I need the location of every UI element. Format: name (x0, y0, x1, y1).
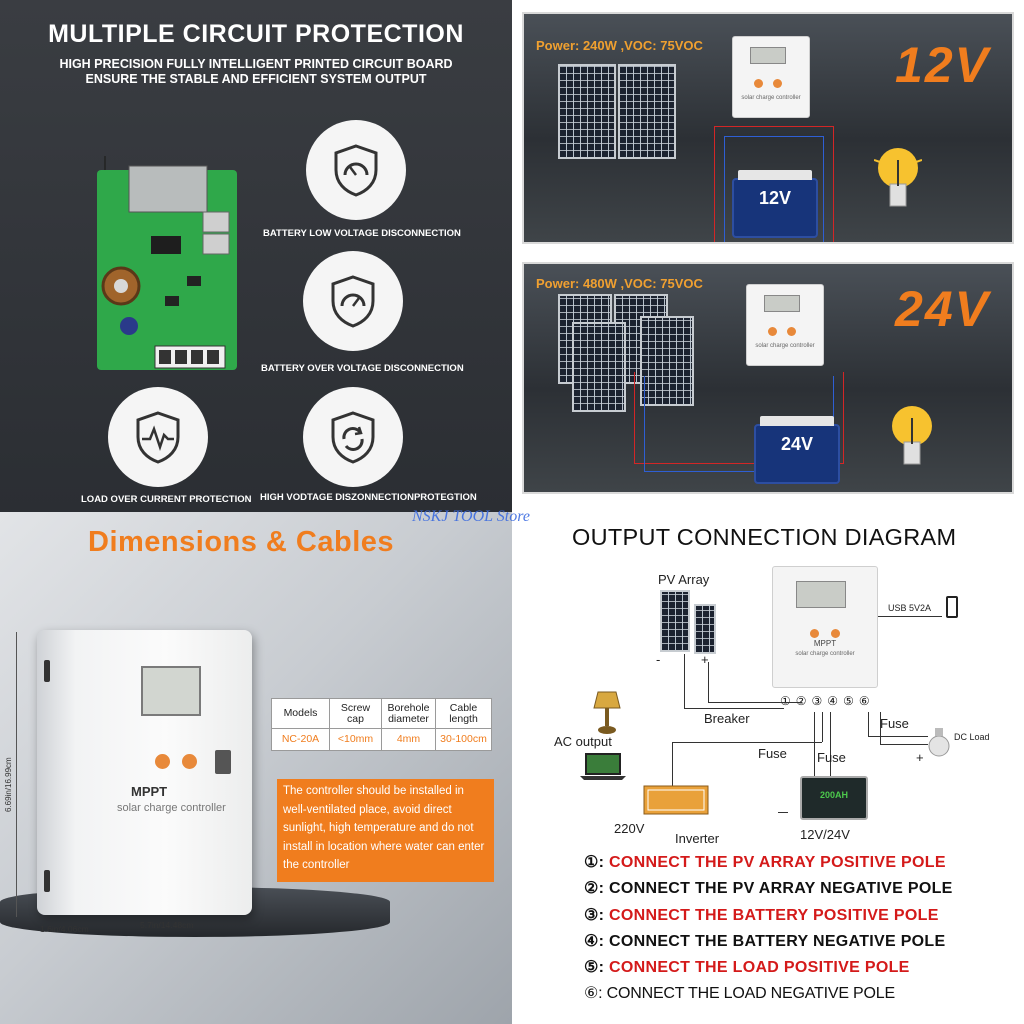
load-over-current-label: LOAD OVER CURRENT PROTECTION (81, 494, 252, 505)
protection-panel: MULTIPLE CIRCUIT PROTECTION HIGH PRECISI… (0, 0, 512, 512)
circuit-board-image (95, 156, 245, 376)
fuse-label: Fuse (817, 750, 846, 765)
wiring-24v-panel: Power: 480W ,VOC: 75VOC 24V solar charge… (522, 262, 1014, 494)
spec-header: Borehole diameter (381, 698, 436, 729)
spec-value: 4mm (381, 728, 436, 751)
shield-refresh-icon (331, 411, 375, 464)
solar-panel (660, 590, 690, 652)
spec-header: Models (271, 698, 330, 729)
installation-note: The controller should be installed in we… (277, 779, 494, 882)
shield-gauge-low-icon (334, 144, 378, 197)
battery-voltage-label: 12V/24V (800, 827, 850, 842)
connection-item: ②: CONNECT THE PV ARRAY NEGATIVE POLE (584, 880, 953, 898)
protection-subtitle-2: ENSURE THE STABLE AND EFFICIENT SYSTEM O… (85, 72, 427, 86)
solar-panel (558, 64, 616, 159)
positive-wire (714, 126, 834, 242)
inverter-icon (643, 785, 709, 815)
light-bulb-icon (892, 406, 932, 465)
battery-24v: 24V (754, 416, 840, 484)
connection-list: ①: CONNECT THE PV ARRAY POSITIVE POLE ②:… (584, 852, 953, 1010)
dc-load-label: DC Load (954, 732, 990, 742)
knob (182, 754, 197, 769)
solar-panel (572, 322, 626, 412)
pv-array-label: PV Array (658, 572, 710, 587)
spec-value: 30-100cm (435, 728, 492, 751)
charge-controller: solar charge controller (746, 284, 824, 366)
breaker-label: Breaker (704, 711, 750, 726)
terminal-row: ① ② ③ ④ ⑤ ⑥ (780, 694, 870, 708)
spec-header: Cable length (435, 698, 492, 729)
battery-low-voltage-label: BATTERY LOW VOLTAGE DISCONNECTION (263, 228, 461, 239)
voltage-24v-label: 24V (895, 281, 990, 337)
spec-header: Screw cap (329, 698, 382, 729)
fuse-label: Fuse (758, 746, 787, 761)
battery-over-voltage-badge (303, 251, 403, 351)
device-subtitle: solar charge controller (117, 802, 226, 814)
ac-voltage-label: 220V (614, 821, 645, 836)
width-dimension-label: 5.7in/14.48cm (140, 920, 194, 930)
fuse-label: Fuse (880, 716, 909, 731)
connection-item: ⑤: CONNECT THE LOAD POSITIVE POLE (584, 959, 910, 977)
connection-item: ③: CONNECT THE BATTERY POSITIVE POLE (584, 906, 939, 924)
usb-label: USB 5V2A (888, 603, 932, 613)
solar-panel (694, 604, 716, 654)
wiring-examples: Power: 240W ,VOC: 75VOC 12V solar charge… (512, 0, 1024, 512)
depth-dimension-label: 1.6in/4.06cm (40, 924, 89, 934)
power-12v-text: Power: 240W ,VOC: 75VOC (536, 38, 703, 53)
inverter-label: Inverter (675, 831, 720, 846)
diagram-title: OUTPUT CONNECTION DIAGRAM (572, 524, 957, 550)
high-voltage-label: HIGH VODTAGE DISZONNECTIONPROTEGTION (260, 492, 477, 503)
battery-over-voltage-label: BATTERY OVER VOLTAGE DISCONNECTION (261, 363, 464, 374)
dimensions-title: Dimensions & Cables (88, 526, 395, 558)
battery-low-voltage-badge (306, 120, 406, 220)
negative-wire (724, 136, 824, 242)
spec-value: <10mm (329, 728, 382, 751)
protection-subtitle-1: HIGH PRECISION FULLY INTELLIGENT PRINTED… (59, 57, 453, 71)
spec-table: Models Screw cap Borehole diameter Cable… (271, 698, 492, 751)
light-bulb-icon (874, 148, 922, 207)
connection-item: ⑥: CONNECT THE LOAD NEGATIVE POLE (584, 985, 895, 1003)
knob (155, 754, 170, 769)
spec-value: NC-20A (271, 728, 330, 751)
battery: 200AH (800, 776, 868, 820)
load-over-current-badge (108, 387, 208, 487)
connection-item: ④: CONNECT THE BATTERY NEGATIVE POLE (584, 932, 946, 950)
phone-icon (946, 596, 958, 618)
voltage-12v-label: 12V (895, 37, 990, 93)
lcd-display (141, 666, 201, 716)
store-watermark: NSKJ TOOL Store (412, 508, 530, 525)
charge-controller: solar charge controller (732, 36, 810, 118)
dimensions-panel: Dimensions & Cables MPPT solar charge co… (0, 512, 512, 1024)
output-connection-panel: OUTPUT CONNECTION DIAGRAM PV Array - + M… (512, 512, 1024, 1024)
solar-panel (618, 64, 676, 159)
connection-item: ①: CONNECT THE PV ARRAY POSITIVE POLE (584, 854, 946, 871)
protection-title: MULTIPLE CIRCUIT PROTECTION (48, 20, 464, 48)
high-voltage-badge (303, 387, 403, 487)
shield-gauge-high-icon (331, 275, 375, 328)
laptop-icon (580, 753, 626, 780)
solar-panel (640, 316, 694, 406)
wiring-12v-panel: Power: 240W ,VOC: 75VOC 12V solar charge… (522, 12, 1014, 244)
power-24v-text: Power: 480W ,VOC: 75VOC (536, 276, 703, 291)
height-dimension-line (16, 632, 17, 917)
battery-12v: 12V (732, 170, 818, 238)
ac-output-label: AC output (554, 734, 612, 749)
controller-device-image: MPPT solar charge controller (37, 630, 252, 915)
device-brand: MPPT (131, 784, 168, 799)
height-dimension-label: 6.69in/16.99cm (4, 757, 13, 812)
positive-wire (634, 372, 844, 464)
dc-load-bulb-icon (928, 728, 950, 757)
shield-pulse-icon (136, 411, 180, 464)
ground-icon (778, 812, 788, 813)
lamp-icon (593, 691, 621, 734)
charge-controller: MPPT solar charge controller (772, 566, 878, 688)
usb-port (215, 750, 231, 774)
